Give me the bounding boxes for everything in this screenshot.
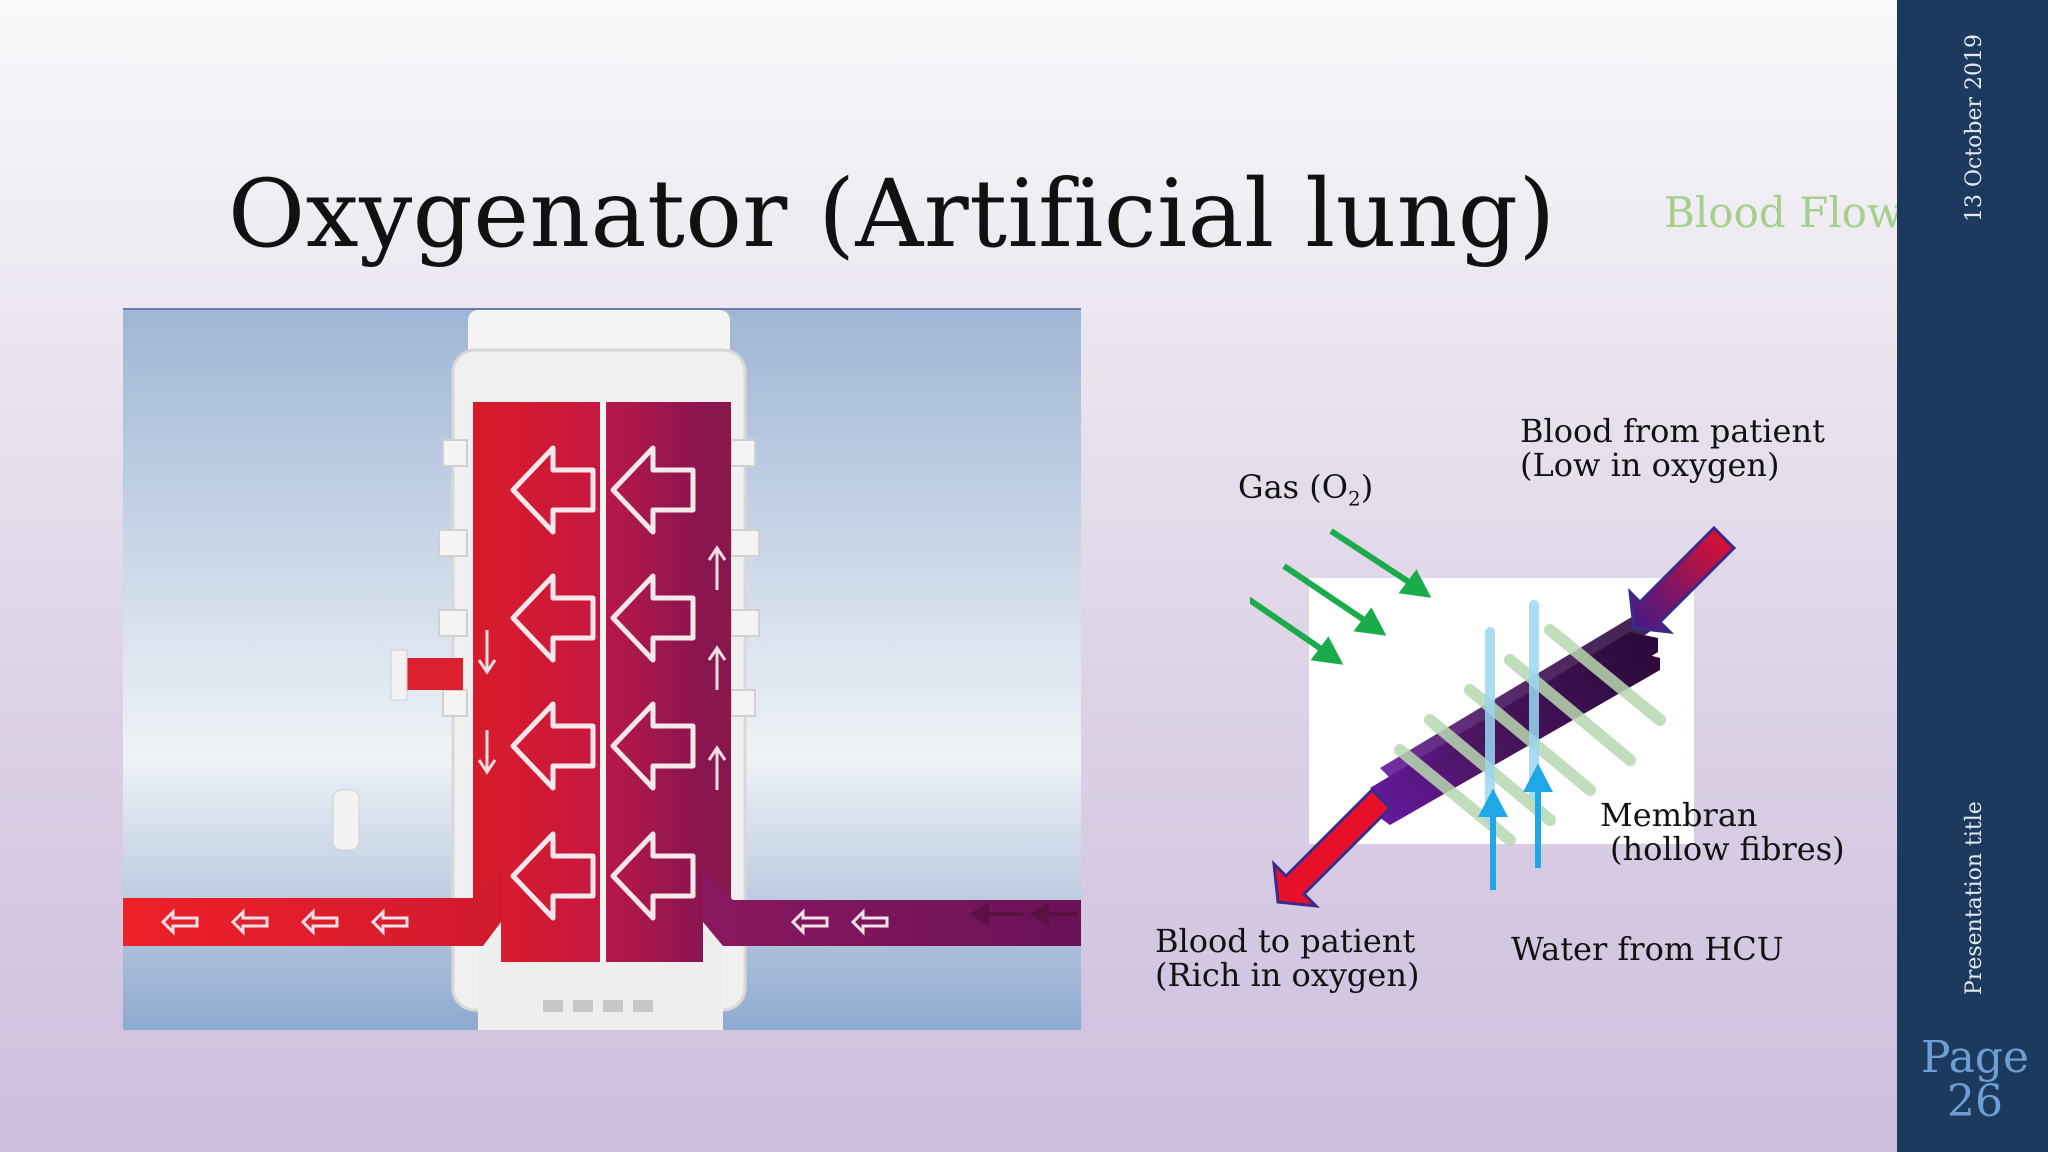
page-word: Page (1920, 1032, 2030, 1083)
blood-from-line2: (Low in oxygen) (1520, 446, 1780, 484)
blood-from-line1: Blood from patient (1520, 412, 1825, 450)
blood-to-line2: (Rich in oxygen) (1155, 956, 1420, 994)
presentation-title: Presentation title (1962, 801, 1987, 995)
membrane-label: Membran (hollow fibres) (1600, 798, 1845, 866)
section-label: Blood Flow (1664, 188, 1903, 237)
membrane-line2: (hollow fibres) (1610, 830, 1845, 868)
slide-date: 13 October 2019 (1962, 33, 1987, 222)
water-from-hcu-label: Water from HCU (1511, 930, 1784, 968)
sidebar (1897, 0, 2048, 1152)
blood-from-patient-label: Blood from patient (Low in oxygen) (1520, 414, 1825, 482)
gas-label-text: Gas (O (1238, 468, 1348, 506)
water-tubes (1485, 600, 1539, 825)
oxygenator-cross-section-image (123, 308, 1081, 1030)
membrane-line1: Membran (1600, 796, 1758, 834)
blood-to-patient-label: Blood to patient (Rich in oxygen) (1155, 924, 1419, 992)
slide-title: Oxygenator (Artificial lung) (228, 160, 1556, 269)
gas-label: Gas (O2) (1238, 470, 1373, 515)
gas-arrows (1250, 528, 1432, 665)
gas-label-subscript: 2 (1347, 486, 1361, 511)
page-number-value: 26 (1947, 1076, 2003, 1127)
blood-out-arrow (1272, 787, 1393, 908)
blood-in-arrow (1628, 525, 1737, 634)
water-arrows (1478, 763, 1553, 890)
page-number: Page 26 (1905, 1036, 2045, 1124)
blood-to-line1: Blood to patient (1155, 922, 1416, 960)
gas-label-close: ) (1360, 468, 1374, 506)
membrane-diagram: Gas (O2) Blood from patient (Low in oxyg… (1155, 400, 1900, 1020)
